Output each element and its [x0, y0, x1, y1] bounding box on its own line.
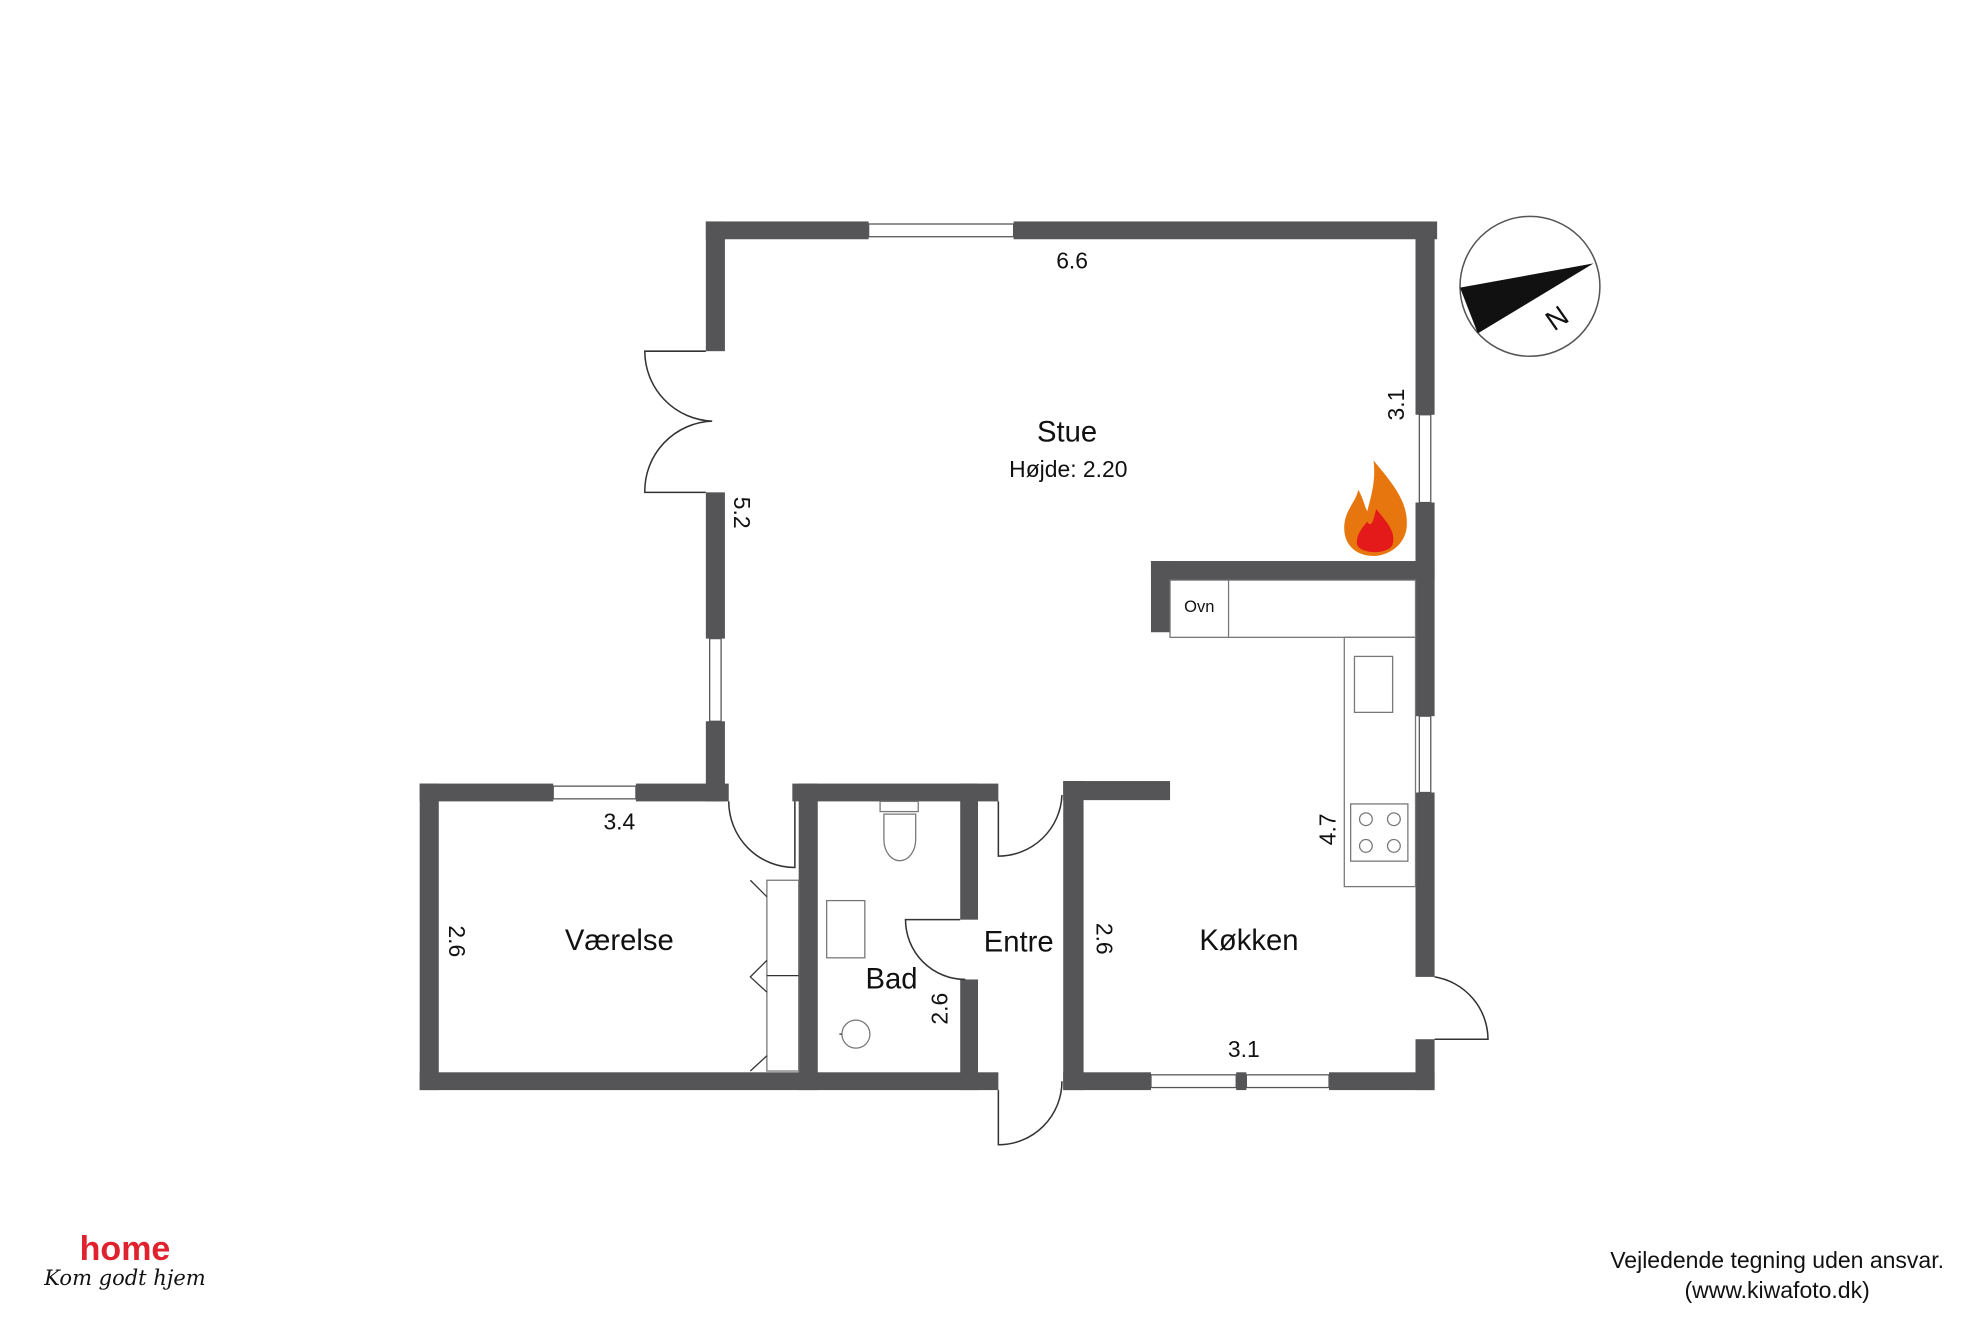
logo-brand: home: [79, 1230, 171, 1268]
fireplace-icon: [1344, 460, 1407, 556]
bath-sink-icon: [826, 899, 866, 959]
fixtures: Ovn: [749, 579, 1417, 1072]
kitchen-sink-icon: [1353, 655, 1394, 714]
stove-icon: [1350, 803, 1409, 862]
home-logo: home Kom godt hjem: [40, 1232, 210, 1290]
compass: N: [1459, 215, 1601, 358]
room-name-kokken: Køkken: [1199, 925, 1298, 957]
toilet-icon: [879, 800, 919, 813]
room-name-entre: Entre: [984, 926, 1054, 958]
disclaimer: Vejledende tegning uden ansvar. (www.kiw…: [1610, 1245, 1944, 1305]
walls: [419, 221, 1438, 1091]
room-name-stue: Stue: [1037, 416, 1097, 448]
room-name-bad: Bad: [866, 963, 918, 995]
dim-kokken-left: 2.6: [1091, 923, 1117, 955]
dim-stue-right: 3.1: [1383, 389, 1409, 421]
dim-stue-left: 5.2: [729, 497, 755, 529]
dim-kokken-width: 3.1: [1228, 1036, 1260, 1062]
shower-drain-icon: [841, 1019, 871, 1049]
dim-bad-height: 2.6: [926, 993, 952, 1025]
logo-tagline: Kom godt hjem: [44, 1266, 206, 1290]
dim-stue-width: 6.6: [1056, 248, 1088, 274]
disclaimer-line2: (www.kiwafoto.dk): [1684, 1277, 1870, 1303]
doors: [644, 350, 1489, 1146]
dim-vaerelse-width: 3.4: [603, 808, 635, 834]
dim-kokken-right: 4.7: [1314, 813, 1340, 845]
labels: Stue Højde: 2.20 Værelse Bad Entre Køkke…: [444, 248, 1409, 1063]
dim-vaerelse-height: 2.6: [444, 925, 470, 957]
disclaimer-line1: Vejledende tegning uden ansvar.: [1610, 1247, 1944, 1273]
oven-label: Ovn: [1184, 597, 1214, 616]
room-name-vaerelse: Værelse: [565, 925, 674, 957]
room-height: Højde: 2.20: [1009, 456, 1127, 482]
